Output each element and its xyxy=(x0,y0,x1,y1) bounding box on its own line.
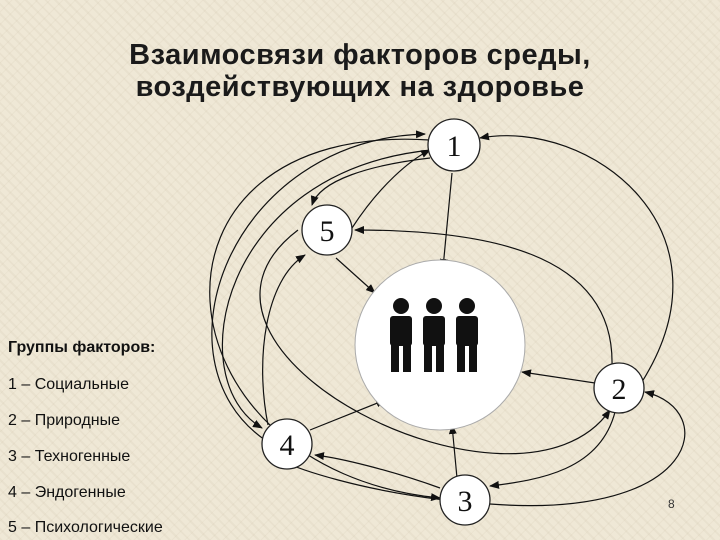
arrow-4-to-1-outer xyxy=(211,130,426,441)
connection-arrows xyxy=(209,130,686,507)
arrow-2-to-3 xyxy=(489,411,616,489)
node-4: 4 xyxy=(261,418,313,470)
node-3-label: 3 xyxy=(458,485,473,518)
three-people-icon xyxy=(390,298,478,372)
legend-item-technogenic: 3 – Техногенные xyxy=(8,448,131,465)
legend-item-natural: 2 – Природные xyxy=(8,412,121,429)
arrow-5-to-center xyxy=(335,257,376,294)
node-4-label: 4 xyxy=(280,429,295,462)
arrow-1-to-4-outer xyxy=(221,149,433,429)
arrow-3-to-center xyxy=(448,424,458,479)
arrow-3-to-4 xyxy=(314,452,441,489)
node-3: 3 xyxy=(439,474,491,526)
arrow-1-to-5 xyxy=(310,157,431,206)
node-5-label: 5 xyxy=(320,215,335,248)
arrow-4-to-center xyxy=(309,399,386,431)
slide-title-line-1: Взаимосвязи факторов среды, xyxy=(129,39,591,71)
legend-item-psychological: 5 – Психологические xyxy=(8,519,163,536)
node-2-label: 2 xyxy=(612,373,627,406)
arrow-3-to-4-lower xyxy=(279,459,446,501)
slide-title-line-2: воздействующих на здоровье xyxy=(135,71,585,103)
arrow-2-to-1-outer xyxy=(479,132,674,386)
node-1: 1 xyxy=(427,118,481,172)
legend-item-social: 1 – Социальные xyxy=(8,376,130,393)
arrow-5-to-1 xyxy=(351,149,431,229)
arrow-5-to-2-outer xyxy=(259,229,611,455)
arrow-1-to-3-outer xyxy=(209,138,441,502)
arrow-2-to-5 xyxy=(354,226,613,367)
legend-title: Группы факторов: xyxy=(8,339,156,356)
arrow-4-to-5 xyxy=(262,254,306,426)
arrow-3-to-2-outer xyxy=(489,390,686,507)
node-5: 5 xyxy=(301,204,353,256)
arrow-2-to-center xyxy=(521,369,596,384)
arrow-1-to-center xyxy=(439,172,453,269)
page-number: 8 xyxy=(668,497,675,511)
legend-item-endogenous: 4 – Эндогенные xyxy=(8,484,126,501)
node-1-label: 1 xyxy=(447,130,462,163)
node-2: 2 xyxy=(593,362,645,414)
